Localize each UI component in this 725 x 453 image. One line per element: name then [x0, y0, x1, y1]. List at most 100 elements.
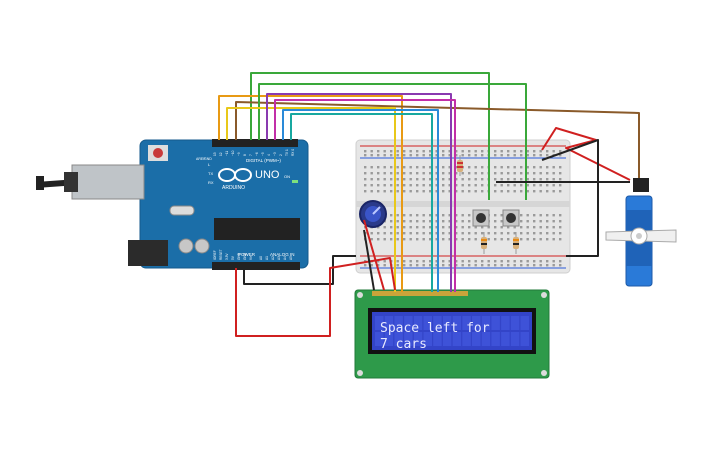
breadboard-hole: [546, 220, 549, 223]
breadboard-hole: [364, 154, 367, 157]
breadboard-hole: [429, 220, 432, 223]
push-button-1[interactable]: [472, 209, 490, 227]
breadboard-hole: [461, 226, 464, 229]
breadboard-hole: [552, 264, 555, 267]
breadboard-hole: [448, 166, 451, 169]
breadboard-hole: [422, 150, 425, 153]
lcd-cell: [501, 316, 510, 330]
breadboard-hole: [422, 232, 425, 235]
breadboard-hole: [520, 232, 523, 235]
pin-label: GND: [237, 252, 241, 260]
breadboard-hole: [422, 172, 425, 175]
usb-connector: [71, 164, 145, 200]
breadboard-hole: [552, 226, 555, 229]
breadboard-hole: [442, 178, 445, 181]
lcd-cell: [442, 332, 452, 346]
breadboard-hole: [507, 154, 510, 157]
breadboard-hole: [461, 238, 464, 241]
breadboard-hole: [390, 172, 393, 175]
breadboard-hole: [500, 150, 503, 153]
power-label: POWER: [238, 252, 256, 257]
lcd-cell: [481, 316, 491, 330]
breadboard-hole: [377, 184, 380, 187]
pin-label: 5V: [231, 255, 235, 260]
breadboard-hole: [520, 214, 523, 217]
breadboard-hole: [520, 226, 523, 229]
breadboard-hole: [468, 220, 471, 223]
breadboard-hole: [403, 220, 406, 223]
pin-label: A3: [277, 256, 281, 260]
breadboard-hole: [442, 184, 445, 187]
breadboard-hole: [539, 264, 542, 267]
breadboard-hole: [383, 150, 386, 153]
breadboard-hole: [409, 166, 412, 169]
lcd-cell: [384, 316, 394, 330]
lcd-cell: [481, 332, 491, 346]
breadboard-hole: [494, 220, 497, 223]
breadboard-hole: [500, 226, 503, 229]
lcd-cell: [520, 332, 529, 346]
breadboard-hole: [559, 226, 562, 229]
breadboard-hole: [403, 150, 406, 153]
breadboard-hole: [559, 238, 562, 241]
pin-label: RX 0: [291, 149, 295, 156]
breadboard-hole: [500, 154, 503, 157]
breadboard-hole: [494, 150, 497, 153]
breadboard-hole: [409, 214, 412, 217]
pin-label: 12: [219, 152, 223, 156]
breadboard-hole: [533, 260, 536, 263]
breadboard-hole: [435, 178, 438, 181]
breadboard-hole: [481, 150, 484, 153]
breadboard-hole: [383, 190, 386, 193]
breadboard-hole: [461, 260, 464, 263]
breadboard-hole: [533, 264, 536, 267]
breadboard-hole: [539, 238, 542, 241]
breadboard-hole: [500, 166, 503, 169]
servo-motor: [605, 178, 677, 287]
breadboard-hole: [442, 150, 445, 153]
breadboard-hole: [442, 190, 445, 193]
breadboard-hole: [461, 264, 464, 267]
breadboard-hole: [539, 214, 542, 217]
lcd-cell: [404, 316, 413, 330]
breadboard-hole: [500, 238, 503, 241]
breadboard-hole: [364, 184, 367, 187]
breadboard-hole: [422, 154, 425, 157]
breadboard-hole: [552, 166, 555, 169]
breadboard-hole: [494, 226, 497, 229]
breadboard-hole: [546, 154, 549, 157]
breadboard-hole: [435, 166, 438, 169]
breadboard-hole: [513, 232, 516, 235]
breadboard-hole: [559, 264, 562, 267]
breadboard-hole: [461, 178, 464, 181]
potentiometer[interactable]: [359, 200, 387, 228]
breadboard-hole: [500, 260, 503, 263]
breadboard-hole: [403, 238, 406, 241]
breadboard-hole: [559, 166, 562, 169]
breadboard-hole: [390, 220, 393, 223]
breadboard-hole: [396, 220, 399, 223]
lcd-cell: [433, 316, 442, 330]
push-button-2[interactable]: [502, 209, 520, 227]
breadboard-hole: [526, 226, 529, 229]
breadboard-hole: [416, 184, 419, 187]
breadboard-hole: [396, 172, 399, 175]
breadboard-hole: [409, 264, 412, 267]
breadboard-hole: [500, 178, 503, 181]
breadboard-hole: [403, 154, 406, 157]
breadboard-hole: [474, 154, 477, 157]
breadboard-hole: [435, 232, 438, 235]
breadboard-hole: [507, 166, 510, 169]
breadboard-hole: [461, 232, 464, 235]
breadboard-hole: [455, 226, 458, 229]
breadboard-hole: [552, 220, 555, 223]
breadboard-hole: [383, 172, 386, 175]
breadboard-hole: [448, 172, 451, 175]
breadboard-hole: [403, 190, 406, 193]
breadboard-hole: [513, 226, 516, 229]
breadboard-hole: [559, 190, 562, 193]
pin-label: ~9: [237, 152, 241, 156]
breadboard-hole: [481, 226, 484, 229]
rx-label: RX: [208, 180, 214, 185]
breadboard-hole: [546, 184, 549, 187]
